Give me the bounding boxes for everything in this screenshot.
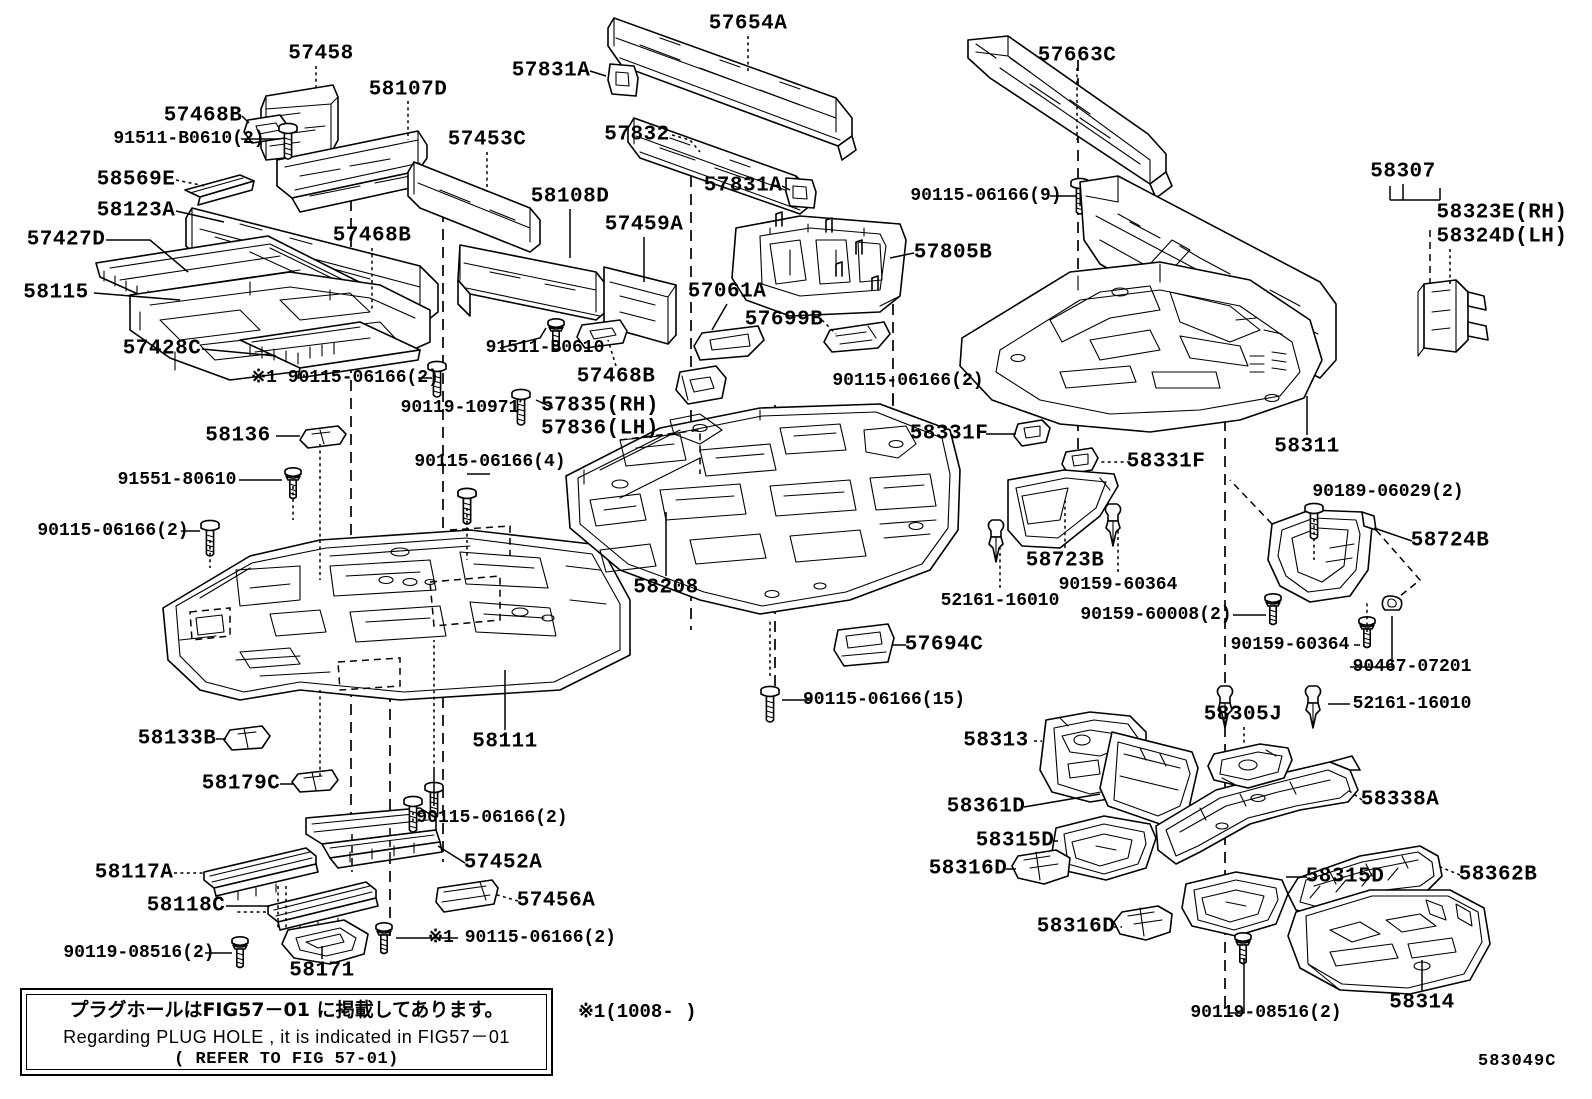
part-label-52161-16010[interactable]: 52161-16010 bbox=[1352, 694, 1472, 714]
part-label-58136[interactable]: 58136 bbox=[205, 424, 271, 448]
part-label-58133b[interactable]: 58133B bbox=[137, 727, 217, 751]
part-label-58171[interactable]: 58171 bbox=[289, 959, 355, 983]
part-label-57459a[interactable]: 57459A bbox=[604, 213, 684, 237]
part-label-57694c[interactable]: 57694C bbox=[904, 633, 984, 657]
part-label-57835-rh[interactable]: 57835(RH) bbox=[541, 394, 659, 418]
part-label-58118c[interactable]: 58118C bbox=[146, 894, 226, 918]
part-label-58305j[interactable]: 58305J bbox=[1203, 703, 1283, 727]
plug-hole-note-box: プラグホールはFIG57－01 に掲載してあります。 Regarding PLU… bbox=[20, 988, 556, 1079]
part-label-91511-b0610[interactable]: 91511-B0610 bbox=[485, 338, 605, 358]
part-label-58331f[interactable]: 58331F bbox=[909, 422, 989, 446]
part-label-58324d-lh[interactable]: 58324D(LH) bbox=[1436, 225, 1568, 249]
part-label-90115-06166-2[interactable]: 90115-06166(2) bbox=[416, 808, 568, 828]
figure-code: 583049C bbox=[1478, 1052, 1557, 1071]
part-label-58338a[interactable]: 58338A bbox=[1360, 788, 1440, 812]
part-label-58569e[interactable]: 58569E bbox=[96, 168, 176, 192]
part-label-57805b[interactable]: 57805B bbox=[913, 241, 993, 265]
part-label-90119-08516-2[interactable]: 90119-08516(2) bbox=[63, 943, 215, 963]
part-label-1-90115-06166-2[interactable]: ※1 90115-06166(2) bbox=[428, 928, 616, 948]
part-label-58313[interactable]: 58313 bbox=[963, 729, 1029, 753]
part-label-58316d[interactable]: 58316D bbox=[928, 857, 1008, 881]
part-label-58361d[interactable]: 58361D bbox=[946, 795, 1026, 819]
part-label-57663c[interactable]: 57663C bbox=[1037, 44, 1117, 68]
star-note-production-date: ※1(1008- ) bbox=[578, 1001, 697, 1023]
part-label-58724b[interactable]: 58724B bbox=[1410, 529, 1490, 553]
part-label-58323e-rh[interactable]: 58323E(RH) bbox=[1436, 201, 1568, 225]
part-label-58111[interactable]: 58111 bbox=[472, 730, 538, 754]
part-label-58208[interactable]: 58208 bbox=[633, 576, 699, 600]
part-label-58179c[interactable]: 58179C bbox=[201, 772, 281, 796]
part-label-91551-80610[interactable]: 91551-80610 bbox=[117, 470, 237, 490]
part-label-58108d[interactable]: 58108D bbox=[530, 185, 610, 209]
part-label-90115-06166-9[interactable]: 90115-06166(9) bbox=[910, 186, 1062, 206]
part-label-90159-60008-2[interactable]: 90159-60008(2) bbox=[1080, 605, 1232, 625]
part-label-57699b[interactable]: 57699B bbox=[744, 308, 824, 332]
part-label-57427d[interactable]: 57427D bbox=[26, 228, 106, 252]
part-label-90119-10971[interactable]: 90119-10971 bbox=[400, 398, 520, 418]
part-label-58314[interactable]: 58314 bbox=[1389, 991, 1455, 1015]
part-label-58307[interactable]: 58307 bbox=[1370, 160, 1436, 184]
part-label-91511-b0610-2[interactable]: 91511-B0610(2) bbox=[113, 129, 265, 149]
part-label-58315d[interactable]: 58315D bbox=[975, 829, 1055, 853]
note-line-english: Regarding PLUG HOLE , it is indicated in… bbox=[63, 1027, 510, 1047]
part-label-57452a[interactable]: 57452A bbox=[463, 851, 543, 875]
part-label-57468b[interactable]: 57468B bbox=[163, 104, 243, 128]
part-label-58117a[interactable]: 58117A bbox=[94, 861, 174, 885]
part-label-90115-06166-15[interactable]: 90115-06166(15) bbox=[802, 690, 966, 710]
note-line-japanese: プラグホールはFIG57－01 に掲載してあります。 bbox=[69, 999, 504, 1021]
part-label-90119-08516-2[interactable]: 90119-08516(2) bbox=[1190, 1003, 1342, 1023]
part-label-57654a[interactable]: 57654A bbox=[708, 12, 788, 36]
part-label-58316d[interactable]: 58316D bbox=[1036, 915, 1116, 939]
part-label-90115-06166-2[interactable]: 90115-06166(2) bbox=[37, 521, 189, 541]
part-label-90467-07201[interactable]: 90467-07201 bbox=[1352, 657, 1472, 677]
part-label-57061a[interactable]: 57061A bbox=[687, 280, 767, 304]
part-label-90115-06166-2[interactable]: 90115-06166(2) bbox=[832, 371, 984, 391]
part-label-58115[interactable]: 58115 bbox=[23, 281, 89, 305]
part-label-57458[interactable]: 57458 bbox=[288, 42, 354, 66]
part-label-58123a[interactable]: 58123A bbox=[96, 199, 176, 223]
part-label-57453c[interactable]: 57453C bbox=[447, 128, 527, 152]
part-label-90159-60364[interactable]: 90159-60364 bbox=[1058, 575, 1178, 595]
part-label-57468b[interactable]: 57468B bbox=[576, 365, 656, 389]
part-label-90189-06029-2[interactable]: 90189-06029(2) bbox=[1312, 482, 1464, 502]
part-label-1-90115-06166-2[interactable]: ※1 90115-06166(2) bbox=[251, 368, 439, 388]
part-label-52161-16010[interactable]: 52161-16010 bbox=[940, 591, 1060, 611]
part-label-58107d[interactable]: 58107D bbox=[368, 78, 448, 102]
part-label-57428c[interactable]: 57428C bbox=[122, 337, 202, 361]
part-label-57832[interactable]: 57832 bbox=[604, 123, 670, 147]
part-label-57831a[interactable]: 57831A bbox=[511, 59, 591, 83]
part-label-57468b[interactable]: 57468B bbox=[332, 224, 412, 248]
part-label-57836-lh[interactable]: 57836(LH) bbox=[541, 417, 659, 441]
part-label-58311[interactable]: 58311 bbox=[1274, 435, 1340, 459]
part-label-58315d[interactable]: 58315D bbox=[1305, 865, 1385, 889]
part-label-58362b[interactable]: 58362B bbox=[1458, 863, 1538, 887]
note-line-reference: ( REFER TO FIG 57-01) bbox=[174, 1050, 399, 1069]
part-label-90115-06166-4[interactable]: 90115-06166(4) bbox=[414, 452, 566, 472]
part-label-58331f[interactable]: 58331F bbox=[1126, 450, 1206, 474]
part-label-90159-60364[interactable]: 90159-60364 bbox=[1230, 635, 1350, 655]
part-label-57456a[interactable]: 57456A bbox=[516, 889, 596, 913]
part-label-58723b[interactable]: 58723B bbox=[1025, 549, 1105, 573]
part-label-57831a[interactable]: 57831A bbox=[703, 174, 783, 198]
